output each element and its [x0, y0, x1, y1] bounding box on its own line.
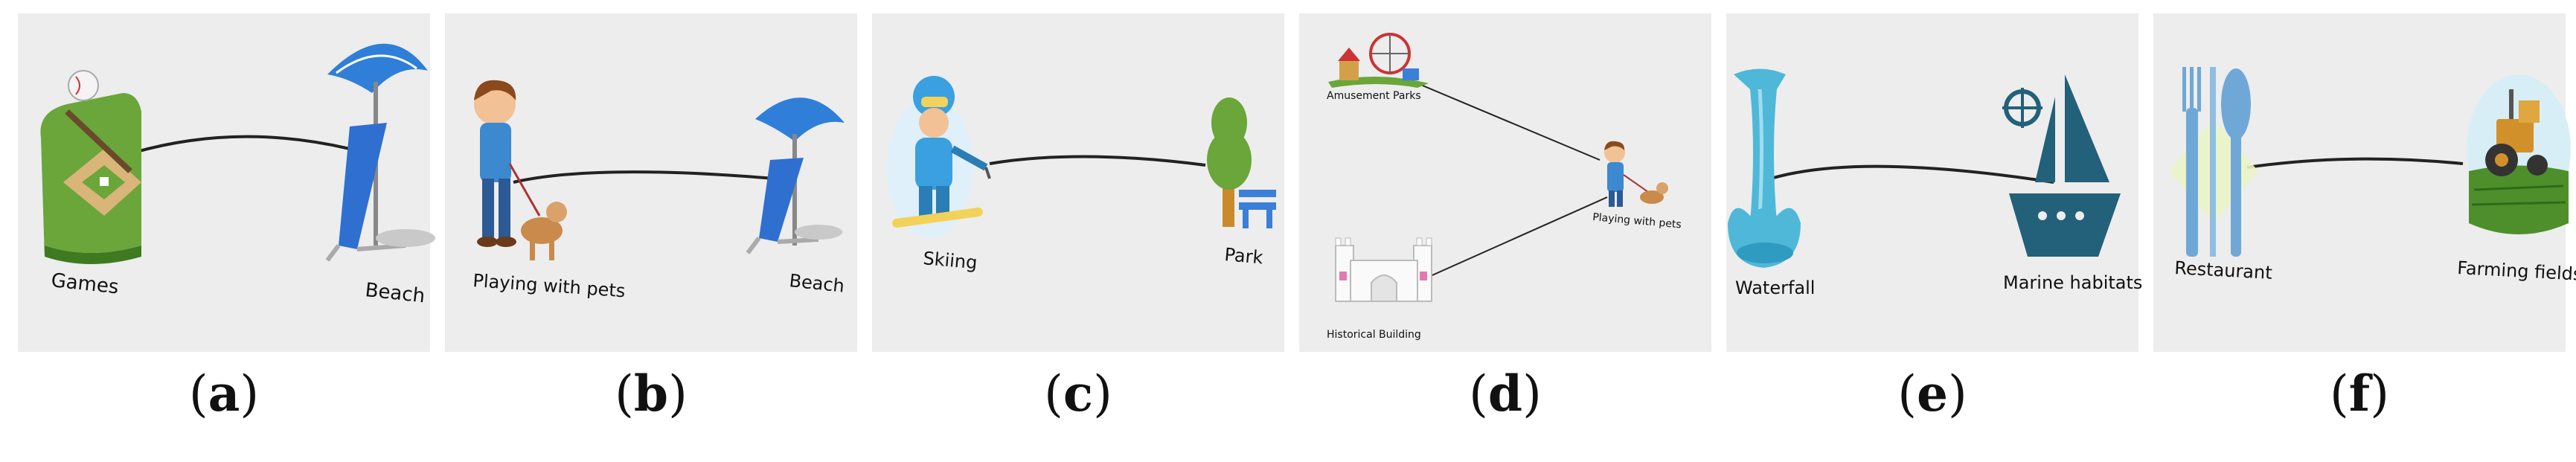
castle-icon: [1335, 237, 1432, 302]
baseball-field-icon: [40, 70, 141, 264]
caption-f: (f): [2330, 365, 2389, 423]
ferris-wheel-icon: [1328, 33, 1429, 88]
boy-with-dog-icon: [474, 80, 567, 260]
panel-d: Amusement Parks Playing with pets Histor…: [1299, 13, 1711, 352]
panel-d-edge-upper: [1413, 81, 1601, 161]
panel-e-label-0: Waterfall: [1735, 277, 1815, 298]
caption-b: (b): [615, 365, 688, 423]
panel-b: Playing with pets Beach: [445, 13, 857, 352]
sailboat-icon: [2002, 74, 2121, 257]
panel-d-label-2: Historical Building: [1327, 329, 1421, 341]
panel-e-edge: [1770, 164, 2054, 184]
tree-bench-icon: [1207, 97, 1276, 228]
panel-f-edge: [2246, 157, 2464, 169]
panel-e: Waterfall Marine habitats: [1726, 13, 2142, 352]
panel-e-background: [1726, 13, 2138, 352]
panel-f: Restaurant Farming fields: [2153, 13, 2576, 352]
panel-d-label-0: Amusement Parks: [1327, 90, 1421, 102]
tractor-icon: [2467, 74, 2571, 234]
panel-d-edge-lower: [1398, 196, 1608, 291]
cutlery-icon: [2169, 67, 2258, 257]
panel-b-edge: [513, 170, 775, 184]
panel-c-edge: [989, 155, 1206, 167]
beach-chair-icon: [325, 43, 435, 262]
panel-c-label-1: Park: [1223, 244, 1263, 268]
panel-f-label-0: Restaurant: [2174, 257, 2273, 283]
caption-c: (c): [1044, 365, 1112, 423]
caption-a: (a): [188, 365, 260, 423]
waterfall-icon: [1728, 68, 1801, 268]
caption-d: (d): [1469, 365, 1542, 423]
skier-icon: [887, 76, 991, 238]
boy-with-dog-icon: [1604, 141, 1668, 207]
caption-e: (e): [1897, 365, 1967, 423]
panel-e-label-1: Marine habitats: [2003, 272, 2142, 293]
beach-chair-icon: [746, 97, 845, 254]
panel-c-label-0: Skiing: [922, 248, 978, 273]
panel-a: Games Beach: [18, 13, 435, 352]
panel-a-edge: [133, 135, 350, 154]
panel-c: Skiing Park: [872, 13, 1284, 352]
